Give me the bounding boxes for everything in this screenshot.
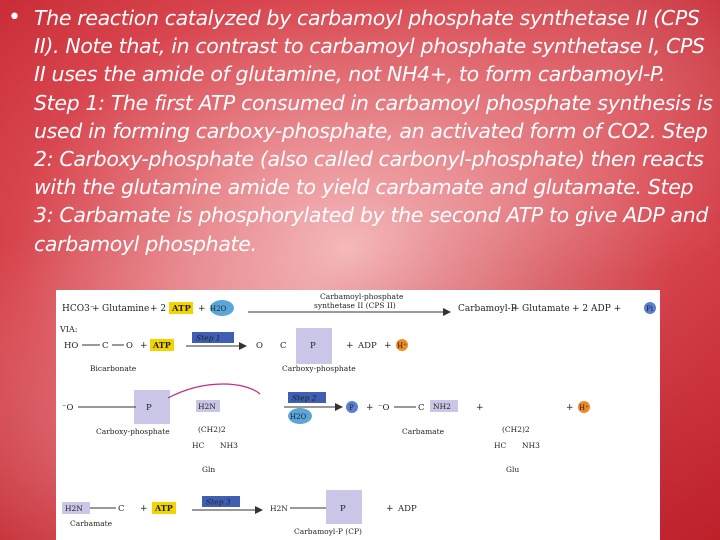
step1-p: P: [310, 341, 316, 351]
step3-plus: +: [140, 504, 148, 514]
step2-p: P: [146, 403, 152, 413]
step3-product-name: Carbamoyl-P (CP): [294, 527, 362, 536]
step3-h2n-box: [62, 502, 90, 514]
step3-adp: ADP: [397, 504, 417, 514]
water-icon: [210, 300, 234, 316]
step1-plus: +: [140, 341, 148, 351]
atp-badge: [169, 302, 193, 314]
enzyme-label-2: synthetase II (CPS II): [314, 301, 396, 310]
phosphate-icon: [644, 302, 656, 314]
overall-plus-4: +: [512, 304, 520, 314]
bullet-dot-icon: •: [8, 5, 21, 30]
step3-c: C: [118, 504, 125, 514]
step2-ch2: (CH2)2: [198, 425, 226, 434]
step2-phosphate-box: [134, 390, 170, 424]
step3-tag: [202, 496, 240, 507]
step2-plus: +: [366, 403, 374, 413]
step2-plus-2: +: [476, 403, 484, 413]
step2-pi-icon: [346, 401, 358, 413]
step2-amide-box: [196, 400, 220, 412]
step3-product-h2n: H2N: [270, 504, 288, 513]
step2-proton-icon: [578, 401, 590, 413]
overall-plus-3: +: [198, 304, 206, 314]
step1-h: H⁺: [397, 342, 407, 350]
step1-c: C: [102, 341, 109, 351]
reaction-figure: HCO3⁻ + Glutamine + 2 ATP + H2O Carbamoy…: [56, 290, 660, 540]
overall-atp: ATP: [171, 304, 191, 314]
step1-tag: [192, 332, 234, 343]
overall-glutamate: Glutamate: [522, 304, 570, 314]
step1-adp: ADP: [357, 341, 377, 351]
step2-h: H⁺: [579, 404, 589, 412]
step2-glu-nh3: NH3: [522, 441, 540, 450]
overall-plus-1: +: [92, 304, 100, 314]
step2-glu-ch2: (CH2)2: [502, 425, 530, 434]
step2-carboxyphosphate-name: Carboxy-phosphate: [96, 427, 170, 436]
step2-water: H2O: [290, 413, 307, 421]
step2-h2n: H2N: [198, 402, 216, 411]
step2-plus-3: +: [566, 403, 574, 413]
overall-glutamine: Glutamine: [102, 304, 149, 314]
overall-carbamoyl-p: Carbamoyl-P: [458, 304, 517, 314]
step2-water-icon: [288, 408, 312, 424]
step1-c2: C: [280, 341, 287, 351]
step3-atp: ATP: [154, 503, 173, 513]
step2-o-left: ⁻O: [62, 403, 73, 413]
step2-nh3: NH3: [220, 441, 238, 450]
step1-plus-2: +: [346, 341, 354, 351]
step2-glu-hc: HC: [494, 441, 507, 450]
step2-pi: P: [349, 404, 354, 412]
via-label: VIA:: [59, 325, 77, 334]
step1-ho: HO: [64, 341, 78, 351]
step2-nh2-box: [430, 400, 458, 412]
step2-carbamate-name: Carbamate: [402, 427, 445, 436]
step3-phosphate-box: [326, 490, 362, 524]
step1-bicarbonate-name: Bicarbonate: [90, 364, 137, 373]
step2-tag: [288, 392, 326, 403]
step2-label: Step 2: [292, 394, 317, 403]
overall-plus-2: + 2: [150, 304, 166, 314]
step2-glu-name: Glu: [506, 465, 519, 474]
step2-curved-arrow: [167, 383, 261, 399]
step2-gln-name: Gln: [202, 465, 215, 474]
step1-phosphate-box: [296, 328, 332, 364]
step1-atp-badge: [150, 339, 174, 351]
bullet-paragraph: • The reaction catalyzed by carbamoyl ph…: [8, 4, 714, 258]
step1-atp: ATP: [152, 340, 171, 350]
step2-hc: HC: [192, 441, 205, 450]
step1-proton-icon: [396, 339, 408, 351]
step1-product-name: Carboxy-phosphate: [282, 364, 356, 373]
step2-carbamate-o: ⁻O: [378, 403, 389, 413]
step3-plus-2: +: [386, 504, 394, 514]
step1-label: Step 1: [196, 334, 221, 343]
overall-water: H2O: [210, 305, 227, 313]
overall-plus-5: + 2 ADP +: [572, 304, 621, 314]
bullet-text: The reaction catalyzed by carbamoyl phos…: [34, 6, 713, 256]
overall-bicarbonate: HCO3⁻: [62, 304, 95, 314]
overall-pi: Pi: [646, 305, 654, 313]
step3-carbamate-name: Carbamate: [70, 519, 113, 528]
step2-c: C: [418, 403, 425, 413]
step1-o-left: O: [256, 341, 263, 351]
step3-atp-badge: [152, 502, 176, 514]
enzyme-label-1: Carbamoyl-phosphate: [320, 292, 404, 301]
step1-plus-3: +: [384, 341, 392, 351]
step3-h2n: H2N: [65, 504, 83, 513]
reaction-diagram: HCO3⁻ + Glutamine + 2 ATP + H2O Carbamoy…: [59, 292, 656, 536]
step3-label: Step 3: [206, 498, 231, 507]
step3-p: P: [340, 504, 346, 514]
step1-o: O: [126, 341, 133, 351]
step2-nh2: NH2: [433, 402, 451, 411]
